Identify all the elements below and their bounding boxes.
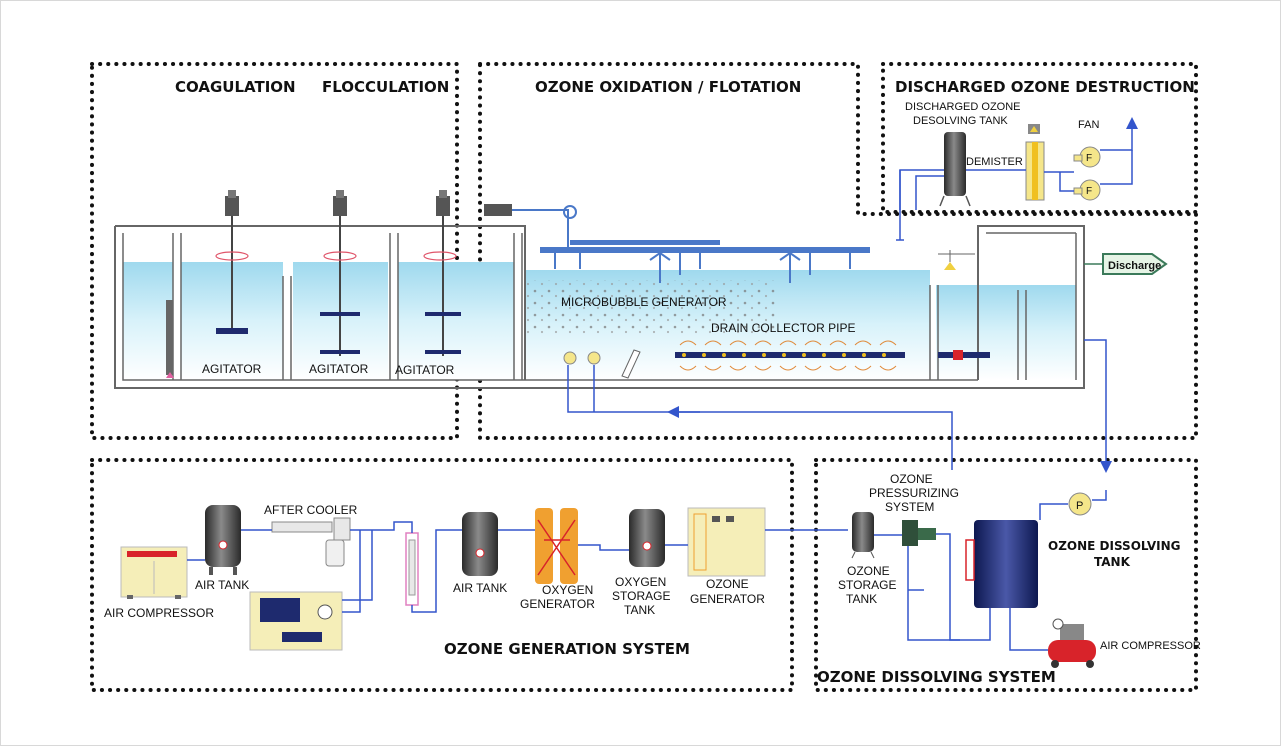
destruction-title: DISCHARGED OZONE DESTRUCTION (895, 78, 1195, 96)
discharged-ozone-tank (939, 132, 971, 207)
ozone-dissolving-tank-label-1: OZONE DISSOLVING (1048, 539, 1181, 553)
coag-floc-border (90, 62, 459, 440)
ozone-pressurizing-label-2: PRESSURIZING (869, 486, 959, 500)
flocculation-title: FLOCCULATION (322, 78, 449, 96)
control-panel (249, 591, 343, 651)
agitator-label-3: AGITATOR (395, 363, 455, 377)
demister (1025, 124, 1045, 201)
agitator-label-2: AGITATOR (309, 362, 369, 376)
bubble-nozzle-2 (587, 351, 601, 365)
section-borders (90, 62, 1198, 692)
air-compressor-right-label: AIR COMPRESSOR (1100, 640, 1201, 652)
fan-label: FAN (1078, 119, 1099, 131)
ozone-generator-label-2: GENERATOR (690, 592, 765, 606)
ozone-oxidation-border (478, 62, 1198, 440)
demister-label: DEMISTER (966, 156, 1023, 168)
ozone-storage-label-3: TANK (846, 592, 877, 606)
after-cooler (271, 517, 351, 567)
generation-border (90, 458, 794, 692)
pump-glyph: P (1076, 500, 1083, 512)
bubble-nozzle-1 (563, 351, 577, 365)
air-tank-1-label: AIR TANK (195, 578, 249, 592)
destruction-piping (896, 117, 1138, 241)
effluent-valve (953, 350, 963, 360)
oxygen-storage-tank (629, 509, 665, 567)
microbubble-cloud (527, 280, 777, 335)
transfer-pump: P (1068, 492, 1092, 516)
ozone-generator-label-1: OZONE (706, 577, 749, 591)
drain-collector-pipe (675, 340, 905, 371)
oxygen-generator (535, 508, 578, 584)
generation-piping (187, 521, 848, 613)
oxygen-storage-label-3: TANK (624, 603, 655, 617)
oxygen-storage-label-2: STORAGE (612, 589, 670, 603)
flow-baffle (621, 349, 641, 379)
spray-nozzle (944, 262, 956, 270)
ozone-dissolving-tank-label-2: TANK (1094, 555, 1131, 569)
ozone-storage-tank (851, 512, 875, 559)
oxygen-storage-label-1: OXYGEN (615, 575, 666, 589)
recirculation-piping (567, 339, 1112, 520)
agitator-label-1: AGITATOR (202, 362, 262, 376)
fan-1: F (1073, 146, 1101, 168)
discharge-arrow: Discharge (1084, 253, 1168, 275)
agitator-1 (215, 190, 249, 334)
air-compressor-left (120, 546, 188, 599)
scraper-bridge (484, 204, 870, 283)
ozone-oxidation-title: OZONE OXIDATION / FLOTATION (535, 78, 801, 96)
ozone-storage-label-1: OZONE (847, 564, 890, 578)
generation-title: OZONE GENERATION SYSTEM (444, 640, 690, 658)
effluent-pipe (938, 352, 990, 358)
fan-2: F (1073, 179, 1101, 201)
fan-1-glyph: F (1086, 153, 1092, 164)
discharge-label: Discharge (1108, 260, 1161, 272)
ozone-pressurizing-unit (902, 520, 936, 546)
agitator-3 (423, 190, 461, 356)
dissolving-piping (874, 533, 1048, 651)
coagulation-title: COAGULATION (175, 78, 296, 96)
after-cooler-label: AFTER COOLER (264, 503, 358, 517)
air-compressor-left-label: AIR COMPRESSOR (104, 606, 214, 620)
ozone-pressurizing-label-1: OZONE (890, 472, 933, 486)
air-tank-1 (205, 505, 241, 575)
filter-column (405, 532, 419, 606)
microbubble-generator-label: MICROBUBBLE GENERATOR (561, 295, 727, 309)
air-tank-2-label: AIR TANK (453, 581, 507, 595)
ozone-generator (687, 507, 766, 577)
air-compressor-right (1048, 618, 1096, 668)
fan-2-glyph: F (1086, 186, 1092, 197)
dissolving-title: OZONE DISSOLVING SYSTEM (817, 668, 1056, 686)
ozone-storage-label-2: STORAGE (838, 578, 896, 592)
agitator-2 (320, 190, 360, 356)
drain-collector-pipe-label: DRAIN COLLECTOR PIPE (711, 321, 855, 335)
oxygen-generator-label-2: GENERATOR (520, 597, 595, 611)
ozone-dissolving-tank (965, 520, 1038, 608)
discharged-tank-label-2: DESOLVING TANK (913, 115, 1008, 127)
dissolving-border (814, 458, 1198, 692)
ozone-pressurizing-label-3: SYSTEM (885, 500, 934, 514)
air-tank-2 (462, 512, 498, 576)
discharged-tank-label-1: DISCHARGED OZONE (905, 101, 1021, 113)
oxygen-generator-label-1: OXYGEN (542, 583, 593, 597)
destruction-border (881, 62, 1198, 214)
